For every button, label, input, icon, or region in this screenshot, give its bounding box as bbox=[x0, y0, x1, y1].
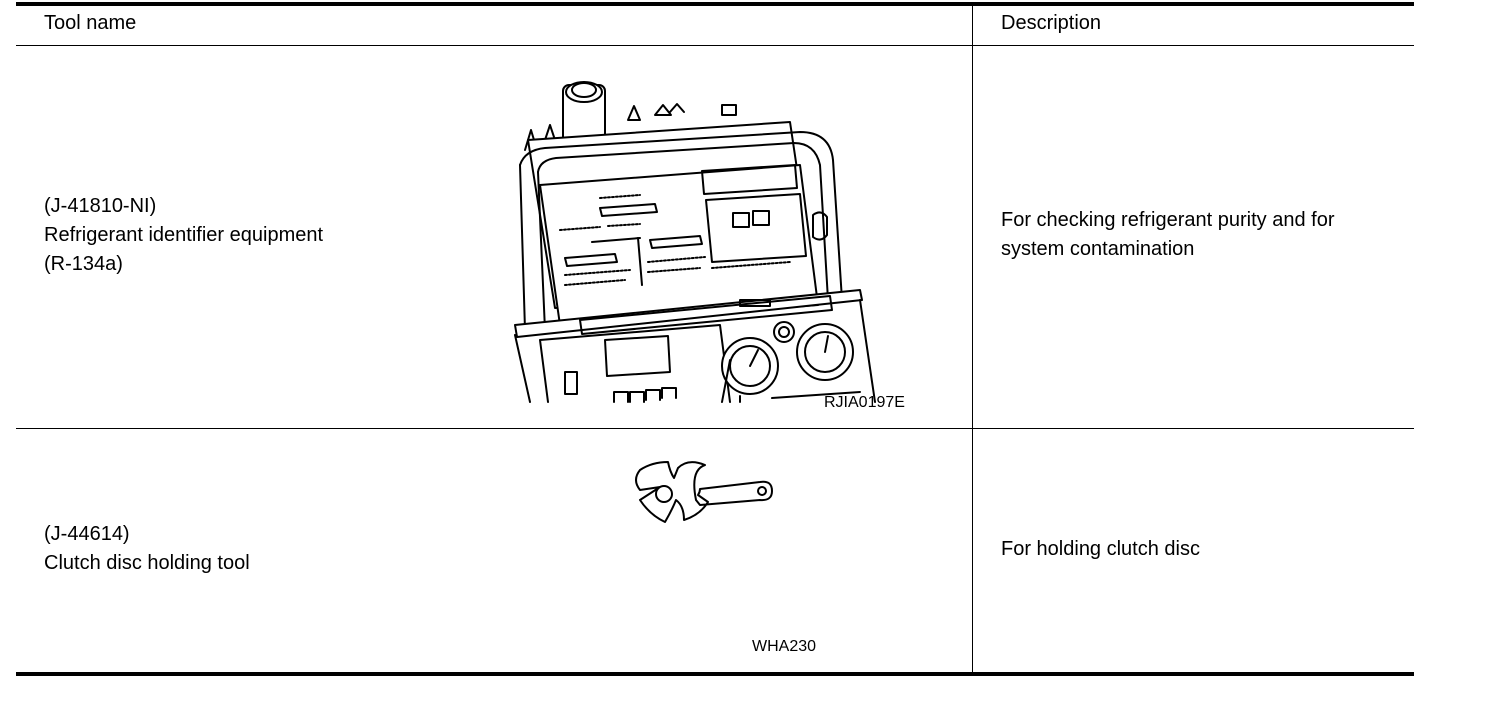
image-code: RJIA0197E bbox=[824, 394, 905, 411]
tool-spec: (R-134a) bbox=[44, 253, 123, 275]
column-divider bbox=[972, 4, 973, 674]
row-divider bbox=[16, 428, 1414, 429]
header-rule bbox=[16, 45, 1414, 46]
table-bottom-rule bbox=[16, 672, 1414, 676]
table-row-2-tool: (J-44614) Clutch disc holding tool bbox=[44, 520, 250, 578]
header-tool-name: Tool name bbox=[44, 12, 137, 34]
tool-name: Clutch disc holding tool bbox=[44, 552, 250, 574]
table-row-1-description: For checking refrigerant purity and for … bbox=[1001, 206, 1335, 264]
image-code: WHA230 bbox=[752, 638, 817, 655]
description-line: For checking refrigerant purity and for bbox=[1001, 209, 1335, 231]
special-tools-table: Tool name Description (J-41810-NI) Refri… bbox=[16, 2, 1414, 676]
tool-name: Refrigerant identifier equipment bbox=[44, 224, 324, 246]
table-row-2-description: For holding clutch disc bbox=[1001, 535, 1200, 564]
description-line: For holding clutch disc bbox=[1001, 538, 1200, 560]
table-top-rule bbox=[16, 2, 1414, 6]
tool-part-number: (J-41810-NI) bbox=[44, 195, 157, 217]
table-row-1-tool: (J-41810-NI) Refrigerant identifier equi… bbox=[44, 192, 323, 279]
header-description: Description bbox=[1001, 12, 1102, 34]
description-line: system contamination bbox=[1001, 238, 1195, 260]
tool-part-number: (J-44614) bbox=[44, 523, 130, 545]
